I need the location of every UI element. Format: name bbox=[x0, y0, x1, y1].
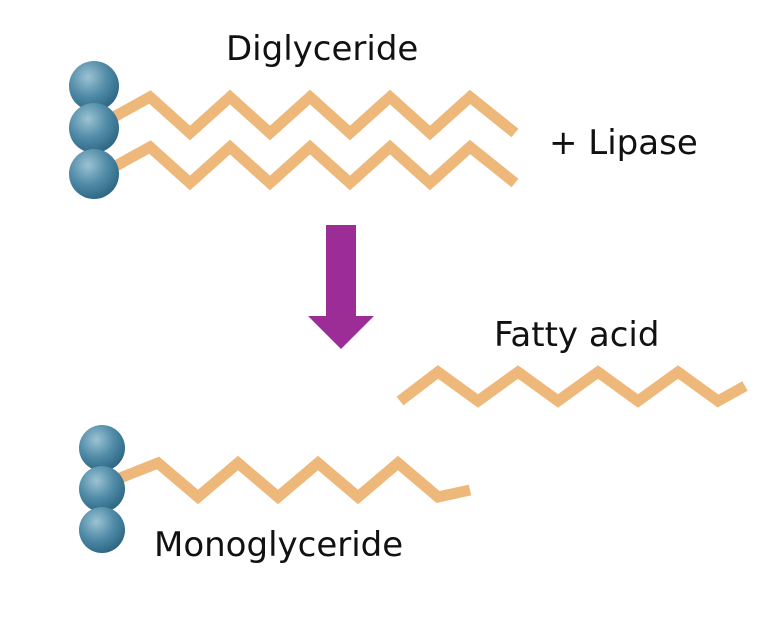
diglyceride-label: Diglyceride bbox=[226, 29, 418, 69]
lipase-label: + Lipase bbox=[549, 123, 698, 163]
glycerol-bead bbox=[79, 507, 125, 553]
free-fatty-acid-chain bbox=[396, 365, 748, 408]
glycerol-bead bbox=[79, 425, 125, 471]
glycerol-bead bbox=[69, 149, 119, 199]
monoglyceride-label: Monoglyceride bbox=[154, 525, 403, 565]
fatty-acid-chain bbox=[117, 455, 472, 505]
glycerol-bead bbox=[79, 466, 125, 512]
diglyceride-molecule bbox=[69, 61, 519, 199]
glycerol-bead bbox=[69, 103, 119, 153]
arrow-head bbox=[308, 316, 374, 349]
fatty-acid-chain bbox=[109, 89, 519, 141]
fatty-acid-label: Fatty acid bbox=[494, 315, 659, 355]
monoglyceride-molecule bbox=[79, 425, 472, 553]
arrow-shaft bbox=[326, 225, 356, 320]
reaction-arrow bbox=[308, 225, 374, 349]
fatty-acid-chain bbox=[109, 139, 519, 191]
glycerol-bead bbox=[69, 61, 119, 111]
